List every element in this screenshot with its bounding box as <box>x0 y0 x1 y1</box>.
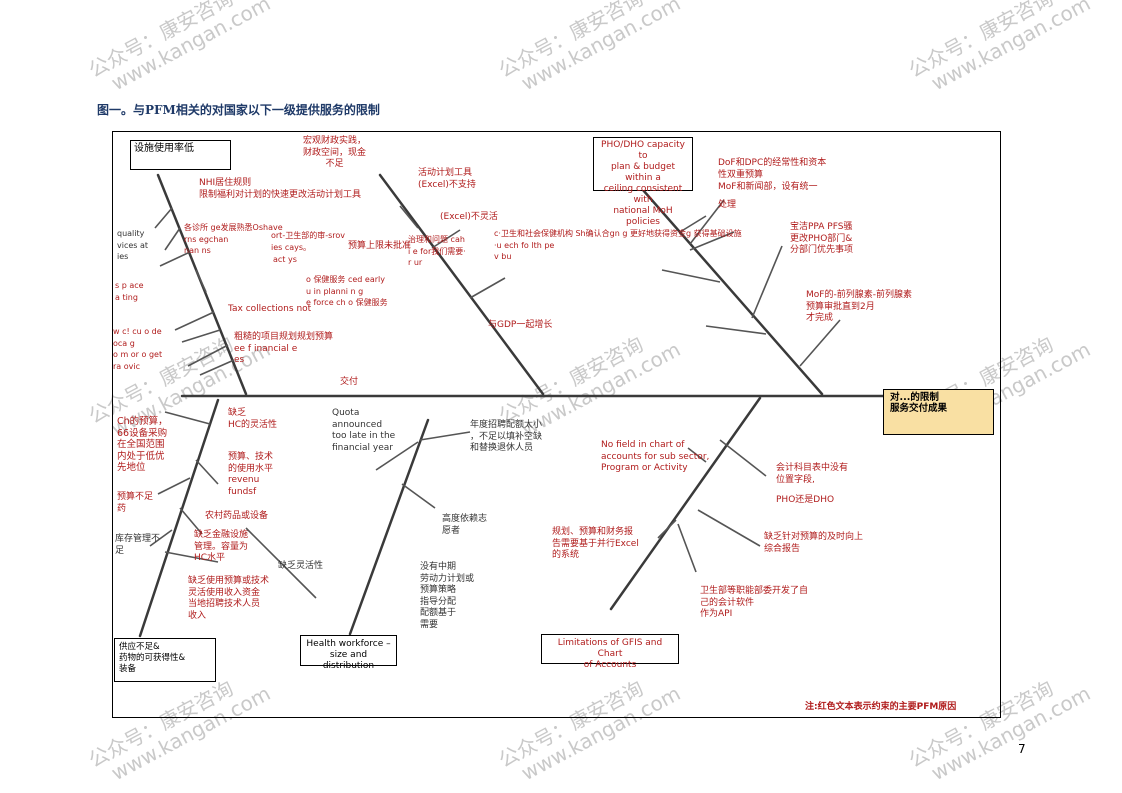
label-nhi-rules: NHI居住规则 限制福利对计划的快速更改活动计划工具 <box>199 178 362 200</box>
label-budget-low: 预算不足 药 <box>117 492 154 514</box>
label-quality: quality vices at ies <box>117 229 149 261</box>
bone-gfis <box>609 396 762 611</box>
label-garbled-7: w c! cu o de oca g o m or o get ra ovic <box>113 327 163 371</box>
figure-title: 图一。与PFM相关的对国家以下一级提供服务的限制 <box>97 103 380 117</box>
bone-fiscal <box>378 173 545 396</box>
label-ch-budget: Ch的预算， 66设备采购 在全国范围 内处于低优 先地位 <box>117 416 168 473</box>
page-number: 7 <box>1018 742 1026 756</box>
label-moh-software: 卫生部等职能部委开发了自 己的会计软件 作为API <box>700 586 809 619</box>
label-activity-tool: 活动计划工具 (Excel)不支持 <box>418 168 476 190</box>
bone-supply <box>138 398 220 638</box>
footnote: 注:红色文本表示约束的主要PFM原因 <box>805 702 957 712</box>
label-garbled-1: 各诊所 ge发展熟悉Oshave rns egchan nan ns <box>184 223 283 255</box>
category-box-gfis: Limitations of GFIS and Chart of Account… <box>541 634 679 670</box>
category-box-supply: 供应不足& 药物的可获得性& 装备 <box>114 638 216 682</box>
label-ppa-pfs: 宝洁PPA PFS骚 更改PHO部门& 分部门优先事项 <box>790 222 854 255</box>
label-budget-tech: 预算、技术 的使用水平 revenu fundsf <box>228 452 274 497</box>
label-gdp: 与GDP一起增长 <box>488 320 553 330</box>
label-tax: Tax collections not <box>228 304 312 314</box>
label-pho-dho: PHO还是DHO <box>776 495 835 505</box>
label-coarse-plan: 粗糙的项目规划规划预算 ee f inancial e es <box>234 332 334 365</box>
label-mof-budget: MoF的-前列腺素-前列腺素 预算审批直到2月 才完成 <box>806 290 912 323</box>
label-handling: 处理 <box>718 200 737 210</box>
label-macro-fiscal: 宏观财政实践， 财政空间，现金 不足 <box>303 136 367 169</box>
bone-workforce <box>348 418 430 636</box>
bone-pho <box>641 188 824 396</box>
label-space: s p ace a ting <box>115 281 144 302</box>
label-garbled-6: o 保健服务 ced early u in planni n g e force… <box>306 275 388 307</box>
label-no-midterm: 没有中期 劳动力计划或 预算策略 指导分配 配额基于 需要 <box>420 562 475 630</box>
diagram-frame <box>112 131 1001 718</box>
label-quota: Quota announced too late in the financia… <box>332 408 396 453</box>
label-lack-tech: 缺乏使用预算或技术 灵活使用收入资金 当地招聘技术人员 收入 <box>188 576 270 621</box>
label-mof-moh: MoF和新闻部，设有统一 <box>718 182 818 192</box>
label-high-dependence: 高度依赖志 愿者 <box>442 514 488 536</box>
label-no-field: No field in chart of accounts for sub se… <box>601 440 710 473</box>
label-dof-dpc: DoF和DPC的经常性和资本 性双重预算 <box>718 158 827 180</box>
label-garbled-3: act ys <box>273 255 297 264</box>
label-delivery: 交付 <box>340 377 359 387</box>
label-garbled-2: ort-卫生部的审-srov ies cays。 <box>271 231 346 252</box>
category-box-pho-capacity: PHO/DHO capacity to plan & budget within… <box>593 137 693 227</box>
label-lack-flex: 缺乏灵活性 <box>278 561 324 571</box>
label-lack-budget-report: 缺乏针对预算的及时向上 综合报告 <box>764 532 864 554</box>
label-budget-pressure: 预算上限未批准 <box>348 241 412 251</box>
effect-box: 对...的限制 服务交付成果 <box>883 389 994 435</box>
label-garbled-4: c·卫生和社会保健机构 Sh确认合gn g 更好地获得资金g 获得基础设施 ·u… <box>494 229 742 261</box>
label-lack-hc: 缺乏 HC的灵活性 <box>228 408 278 430</box>
label-rural-meds: 农村药品或设备 <box>205 511 269 521</box>
label-annual-recruit: 年度招聘配额太小 ，不足以填补空缺 和替换退休人员 <box>470 420 543 453</box>
label-lack-finance: 缺乏金融设施 管理。容量为 HC水平 <box>194 530 249 563</box>
category-box-facility-usage: 设施使用率低 <box>130 140 231 170</box>
label-garbled-5: 治理和问题 cah i e for我们需要· r ur <box>408 235 466 267</box>
label-accounts-no-field: 会计科目表中没有 位置字段, <box>776 463 849 485</box>
label-planning-excel: 规划、预算和财务报 告需要基于并行Excel 的系统 <box>552 527 639 560</box>
label-excel-inflexible: (Excel)不灵活 <box>440 212 498 222</box>
label-inventory: 库存管理不 足 <box>115 534 161 556</box>
category-box-health-workforce: Health workforce – size and distribution <box>300 635 397 671</box>
